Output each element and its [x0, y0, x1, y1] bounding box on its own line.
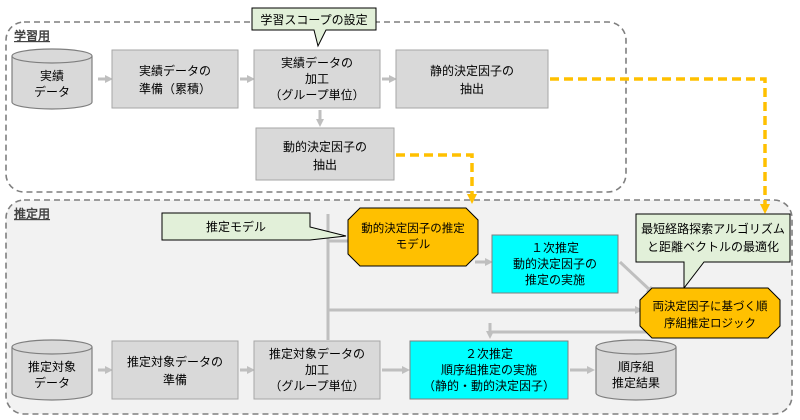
- extract-static-line1: 静的決定因子の: [430, 63, 514, 78]
- primary-est-line3: 推定の実施: [525, 272, 585, 287]
- process-target-line2: 加工: [305, 363, 329, 377]
- extract-static-box: 静的決定因子の 抽出: [395, 49, 549, 109]
- prep-target-line1: 推定対象データの: [127, 354, 223, 369]
- secondary-est-line2: 順序組推定の実施: [441, 362, 537, 377]
- secondary-estimation-box: ２次推定 順序組推定の実施 （静的・動的決定因子）: [409, 340, 569, 400]
- ordering-logic-node: 両決定因子に基づく順 序組推定ロジック: [639, 287, 781, 339]
- db-result: 順序組 推定結果: [595, 339, 677, 401]
- db-result-line2: 推定結果: [612, 375, 660, 390]
- process-actual-line1: 実績データの: [281, 55, 353, 70]
- prep-target-line2: 準備: [163, 372, 187, 387]
- optimize-callout-line2: と距離ベクトルの最適化: [647, 239, 779, 254]
- extract-dynamic-line2: 抽出: [313, 158, 337, 172]
- primary-est-line2: 動的決定因子の: [513, 256, 597, 271]
- db-actual-line2: データ: [34, 84, 70, 99]
- prep-actual-box: 実績データの 準備（累積）: [111, 49, 239, 109]
- process-actual-box: 実績データの 加工 （グループ単位）: [253, 49, 381, 109]
- process-target-line3: （グループ単位）: [269, 378, 364, 393]
- primary-estimation-box: １次推定 動的決定因子の 推定の実施: [491, 234, 619, 294]
- scope-callout: 学習スコープの設定: [251, 7, 377, 48]
- dynamic-model-node: 動的決定因子の推定 モデル: [347, 207, 479, 267]
- dynamic-model-line1: 動的決定因子の推定: [361, 221, 465, 235]
- secondary-est-line3: （静的・動的決定因子）: [423, 378, 555, 393]
- inference-section-label: 推定用: [14, 206, 50, 221]
- learning-section-label: 学習用: [14, 28, 50, 43]
- db-target-line1: 推定対象: [28, 359, 76, 374]
- scope-callout-text: 学習スコープの設定: [260, 12, 367, 27]
- prep-target-box: 推定対象データの 準備: [111, 340, 239, 400]
- db-actual: 実績 データ: [11, 48, 93, 110]
- model-callout: 推定モデル: [161, 212, 347, 241]
- db-actual-line1: 実績: [40, 68, 64, 83]
- process-actual-line2: 加工: [305, 72, 329, 86]
- extract-dynamic-line1: 動的決定因子の: [283, 139, 367, 154]
- db-target-line2: データ: [34, 375, 70, 390]
- primary-est-line1: １次推定: [531, 240, 579, 255]
- extract-static-line2: 抽出: [460, 82, 484, 96]
- optimize-callout-line1: 最短経路探索アルゴリズム: [641, 221, 785, 236]
- process-actual-line3: （グループ単位）: [269, 87, 364, 102]
- dynamic-model-line2: モデル: [396, 237, 431, 251]
- process-target-line1: 推定対象データの: [269, 346, 365, 361]
- prep-actual-line2: 準備（累積）: [139, 81, 211, 96]
- optimize-callout: 最短経路探索アルゴリズム と距離ベクトルの最適化: [635, 213, 791, 290]
- extract-dynamic-box: 動的決定因子の 抽出: [255, 127, 395, 181]
- prep-actual-line1: 実績データの: [139, 63, 211, 78]
- secondary-est-line1: ２次推定: [465, 346, 513, 361]
- learning-arrows: [98, 75, 397, 127]
- model-callout-text: 推定モデル: [206, 219, 266, 234]
- ordering-logic-line1: 両決定因子に基づく順: [653, 299, 768, 313]
- dashed-flow-arrows: [396, 77, 770, 214]
- ordering-logic-line2: 序組推定ロジック: [664, 316, 756, 330]
- db-result-line1: 順序組: [618, 359, 654, 374]
- process-target-box: 推定対象データの 加工 （グループ単位）: [253, 340, 381, 400]
- db-target: 推定対象 データ: [11, 339, 93, 401]
